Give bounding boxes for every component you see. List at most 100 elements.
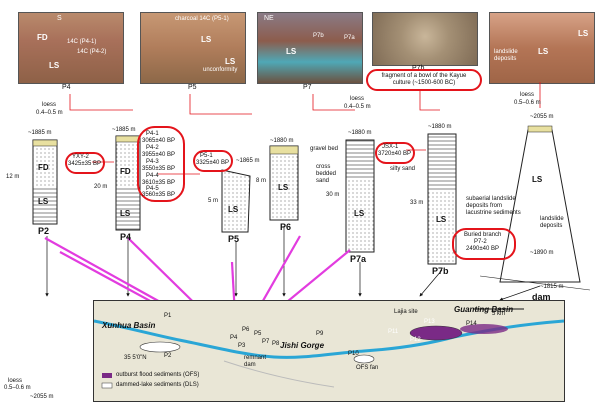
land-ls1-label: LS xyxy=(538,47,549,56)
map-point-p1: P1 xyxy=(164,313,172,319)
map-remnant: remnant dam xyxy=(244,355,267,368)
map-point-p8: P8 xyxy=(272,341,280,347)
p4-age-9: 3560±35 BP xyxy=(142,192,175,198)
p6-gravel: gravel bed xyxy=(310,146,339,152)
p7-ls-label: LS xyxy=(286,47,297,56)
dam-loess: loess xyxy=(520,92,535,98)
location-map: Xunhua Basin Guanting Basin Jishi Gorge … xyxy=(93,300,565,402)
p6-elev: ~1880 m xyxy=(270,138,294,144)
map-guanting: Guanting Basin xyxy=(454,305,514,314)
photo-p7b xyxy=(372,12,478,66)
legend-dls: dammed-lake sediments (DLS) xyxy=(116,382,199,388)
map-point-p6: P6 xyxy=(242,327,250,333)
p4-name: P4 xyxy=(120,232,132,242)
map-scale: 5 km xyxy=(492,311,506,317)
dam-name: dam xyxy=(532,292,551,302)
p5-ls: LS xyxy=(228,205,239,214)
p2-loess: loess xyxy=(42,102,57,108)
p7b-elev: ~1880 m xyxy=(428,124,452,130)
p7a-sample: JSX-1 xyxy=(382,144,399,150)
p7-p7a-label: P7a xyxy=(344,35,355,41)
photo-p5: charcoal 14C (P5-1) LS LS unconformity xyxy=(140,12,246,84)
p7b-ls: LS xyxy=(436,215,447,224)
p6-name: P6 xyxy=(280,222,292,232)
p7b-silty: silty sand xyxy=(390,166,416,172)
p5-unconformity-label: unconformity xyxy=(203,67,238,73)
p2-loess-thick: 0.4–0.5 m xyxy=(36,110,63,116)
p7a-elev: ~1880 m xyxy=(348,130,372,136)
p4-age-8: P4-5 xyxy=(146,186,159,192)
map-point-p14: P14 xyxy=(466,321,477,327)
p5-charcoal-label: charcoal 14C (P5-1) xyxy=(175,16,229,22)
dam-loess-thick: 0.5–0.6 m xyxy=(514,100,541,106)
p2-name: P2 xyxy=(38,226,50,236)
map-jishi: Jishi Gorge xyxy=(280,341,325,350)
p7a-age: 3720±40 BP xyxy=(378,151,411,157)
p2-fd: FD xyxy=(38,163,49,172)
p4-thickness: 20 m xyxy=(94,184,108,190)
map-point-p4: P4 xyxy=(230,335,238,341)
p4-fd-label: FD xyxy=(37,33,48,42)
p6-ls: LS xyxy=(278,183,289,192)
p7b-branch-age: 2490±40 BP xyxy=(466,246,499,252)
p4-elev: ~1885 m xyxy=(112,127,136,133)
p5-age: 3325±40 BP xyxy=(196,160,229,166)
landslide-title: landslide deposits xyxy=(494,49,518,62)
p4-ls-label: LS xyxy=(49,61,60,70)
p7b-name: P7b xyxy=(432,266,449,276)
photo-p4: S FD 14C (P4-1) 14C (P4-2) LS xyxy=(18,12,124,84)
map-lat: 35 5'0"N xyxy=(124,355,147,361)
p5-caption: P5 xyxy=(188,84,197,91)
p2-thickness: 12 m xyxy=(6,174,20,180)
p7-ne-label: NE xyxy=(264,15,274,22)
p4-age-4: P4-3 xyxy=(146,159,159,165)
p4-fd: FD xyxy=(120,167,131,176)
p7a-loess: loess xyxy=(350,96,365,102)
p7b-thickness: 33 m xyxy=(410,200,424,206)
p6-thickness: 8 m xyxy=(256,178,267,184)
p7b-branch-id: P7-2 xyxy=(474,239,487,245)
p2-elev: ~1885 m xyxy=(28,130,52,136)
p2-sample: YXY-2 xyxy=(72,154,89,160)
map-point-p11: P11 xyxy=(388,329,399,335)
p4-age-7: 3610±35 BP xyxy=(142,180,175,186)
p4-age-0: P4-1 xyxy=(146,131,159,137)
map-point-p13: P13 xyxy=(424,319,435,325)
p5-sample: P5-1 xyxy=(200,153,213,159)
map-graphics xyxy=(94,308,564,389)
p5-thickness: 5 m xyxy=(208,198,219,204)
map-point-p5: P5 xyxy=(254,331,262,337)
land-ls2-label: LS xyxy=(578,29,589,38)
p4-c1-label: 14C (P4-1) xyxy=(67,39,97,45)
p5-ls2-label: LS xyxy=(225,57,236,66)
map-point-p12: P12 xyxy=(410,337,421,343)
p7b-fragment-oval xyxy=(366,69,482,91)
p7b-subaerial: subaerial landslide deposits from lacust… xyxy=(466,196,521,216)
dam-elev-mid: ~1890 m xyxy=(530,250,554,256)
p4-age-6: P4-4 xyxy=(146,173,159,179)
p7a-loess-thick: 0.4–0.5 m xyxy=(344,104,371,110)
p4-age-1: 3065±40 BP xyxy=(142,138,175,144)
dam-ls: LS xyxy=(532,175,543,184)
dam-elev-top: ~2055 m xyxy=(530,114,554,120)
map-lajia: Lajia site xyxy=(394,309,418,315)
dam-deposits: landslide deposits xyxy=(540,216,564,229)
map-xunhua: Xunhua Basin xyxy=(102,321,156,330)
p2-ls: LS xyxy=(38,197,49,206)
p7-p7b-label: P7b xyxy=(313,33,324,39)
p4-age-5: 3550±35 BP xyxy=(142,166,175,172)
p5-date-oval xyxy=(193,150,233,172)
map-point-p2: P2 xyxy=(164,353,172,359)
p5-name: P5 xyxy=(228,234,240,244)
bl-loess: loess xyxy=(8,378,23,384)
p7b-branch: Buried branch xyxy=(464,232,502,238)
p7a-cross: cross bedded sand xyxy=(316,164,337,184)
dam-elev-low: ~1815 m xyxy=(540,284,564,290)
map-point-p3: P3 xyxy=(238,343,246,349)
p2-age: 3425±35 BP xyxy=(68,161,101,167)
map-point-p10: P10 xyxy=(348,351,359,357)
p2-date-oval xyxy=(65,152,105,174)
p4-age-2: P4-2 xyxy=(146,145,159,151)
p7a-name: P7a xyxy=(350,254,367,264)
p7a-ls: LS xyxy=(354,209,365,218)
